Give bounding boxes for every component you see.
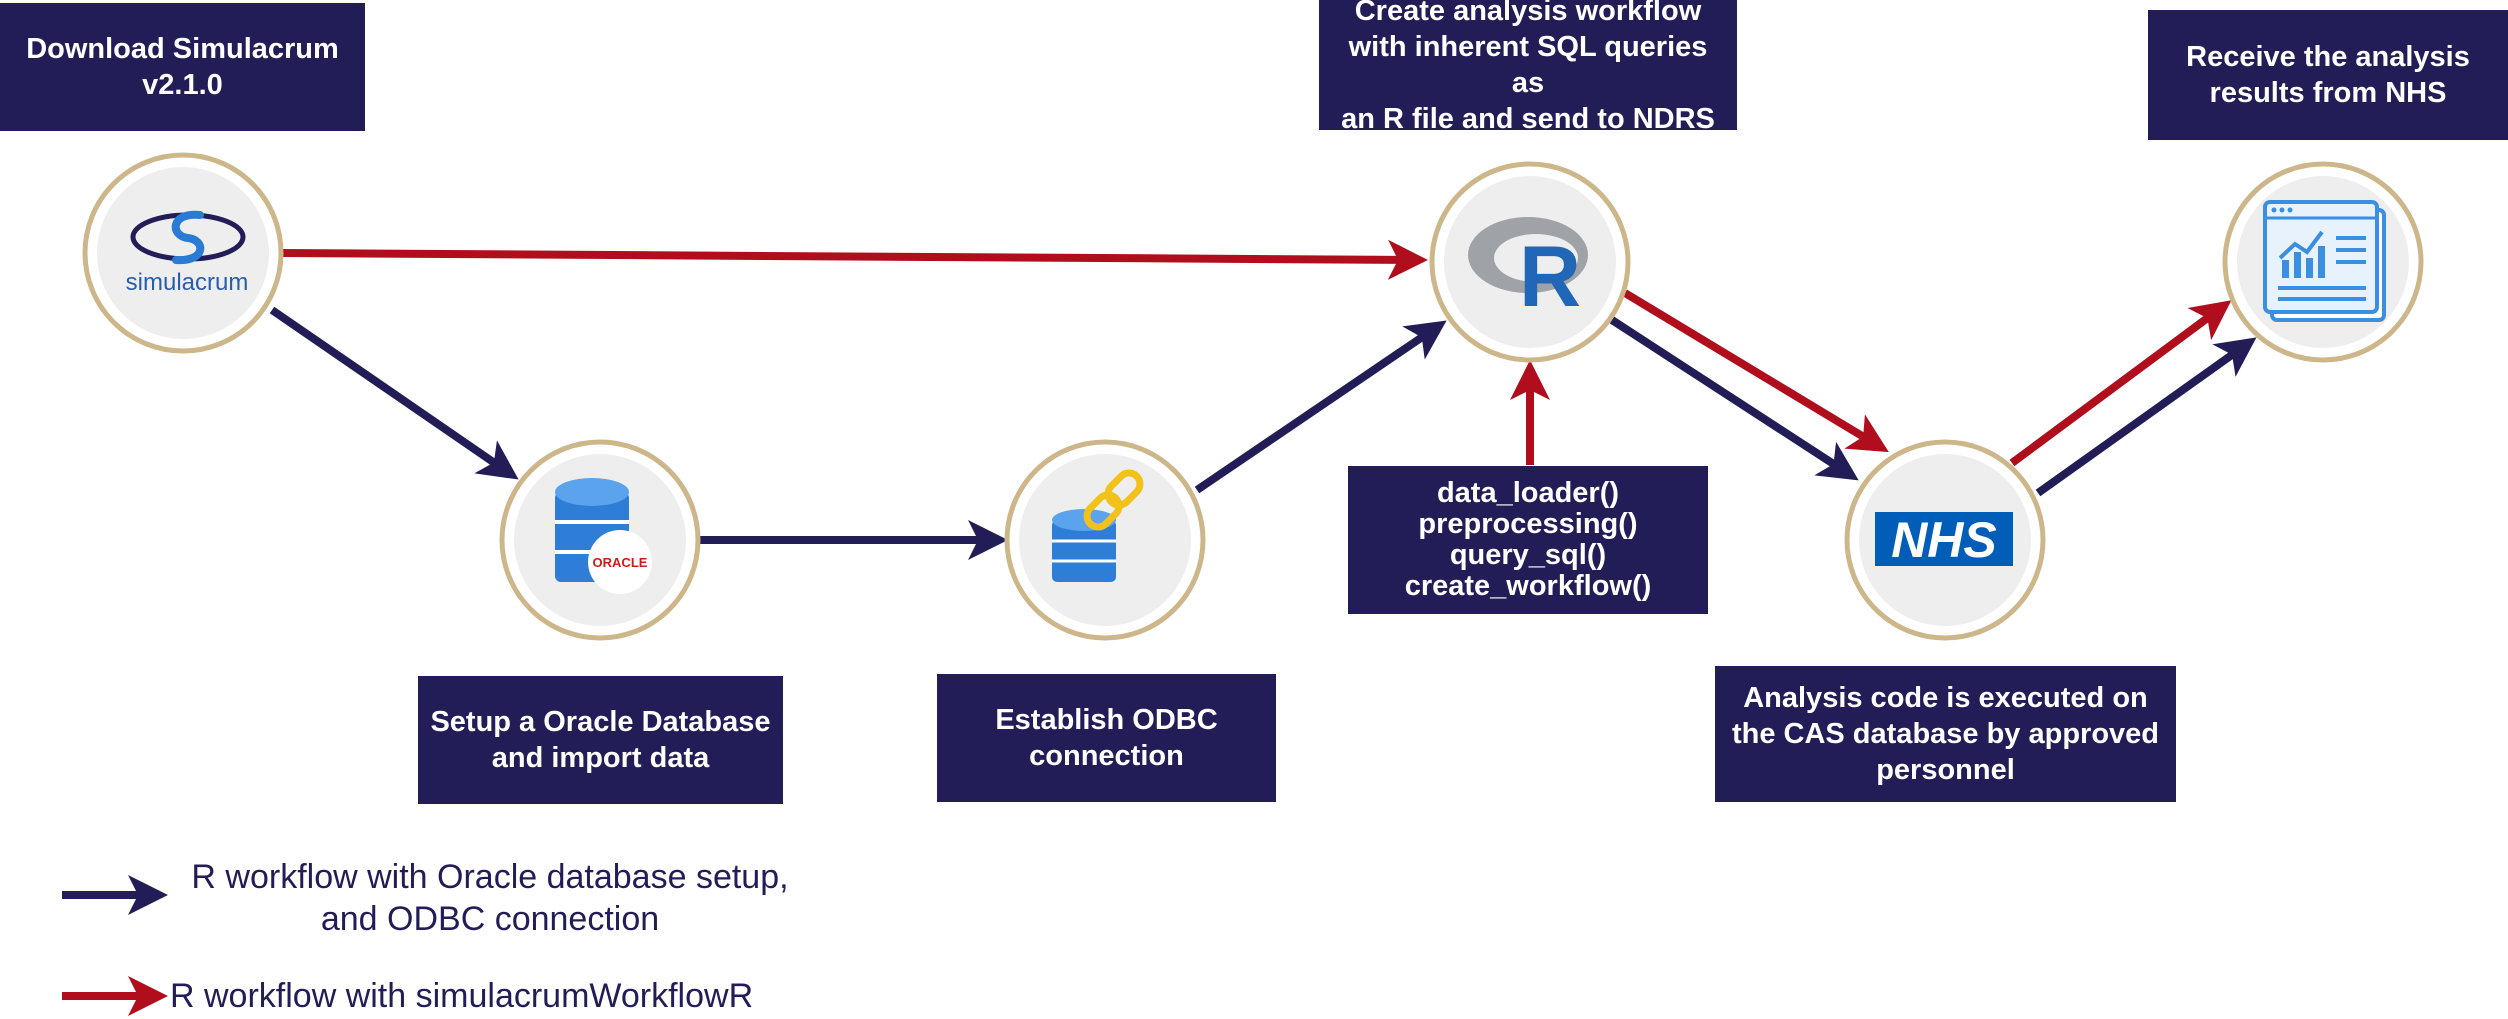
label-receive-results: Receive the analysis results from NHS — [2148, 10, 2508, 140]
node-odbc — [1004, 439, 1206, 641]
arrow-navy-odbc-to-r — [1194, 320, 1447, 494]
r-logo-icon: R — [1468, 217, 1588, 325]
label-establish-odbc: Establish ODBC connection — [937, 674, 1276, 802]
simulacrum-logo-text: simulacrum — [126, 269, 249, 296]
database-chain-icon — [1052, 469, 1144, 582]
label-download-simulacrum: Download Simulacrum v2.1.0 — [0, 3, 365, 131]
analytics-report-icon — [2263, 200, 2386, 322]
label-cas-execution: Analysis code is executed on the CAS dat… — [1715, 666, 2176, 802]
arrow-red-nhs-to-results — [2009, 300, 2232, 467]
legend-arrows — [62, 875, 168, 1016]
legend-navy-label: R workflow with Oracle database setup, a… — [191, 858, 789, 938]
r-logo-text: R — [1519, 229, 1581, 325]
node-oracle: ORACLE — [499, 439, 701, 641]
nhs-logo-text: NHS — [1891, 512, 1997, 568]
node-results — [2222, 161, 2424, 363]
label-create-workflow: Create analysis workflow with inherent S… — [1319, 0, 1737, 135]
arrow-red-simulacrum-to-r — [281, 239, 1428, 280]
oracle-logo-text: ORACLE — [593, 555, 648, 570]
node-simulacrum: simulacrum — [82, 152, 284, 354]
nhs-logo-icon: NHS — [1875, 512, 2013, 568]
label-setup-oracle: Setup a Oracle Database and import data — [418, 676, 783, 804]
oracle-database-icon: ORACLE — [555, 478, 652, 594]
label-workflow-functions: data_loader() preprocessing() query_sql(… — [1348, 466, 1708, 614]
arrows — [269, 239, 2257, 560]
arrow-red-r-to-nhs — [1622, 289, 1889, 453]
node-r: R — [1429, 161, 1631, 363]
node-nhs: NHS — [1844, 439, 2046, 641]
simulacrum-logo-icon: simulacrum — [126, 210, 249, 296]
arrow-navy-nhs-to-results — [2035, 337, 2257, 497]
arrow-navy-r-to-nhs — [1609, 316, 1859, 481]
legend-red-label: R workflow with simulacrumWorkflowR — [170, 977, 754, 1015]
arrow-navy-simulacrum-to-oracle — [269, 306, 519, 480]
